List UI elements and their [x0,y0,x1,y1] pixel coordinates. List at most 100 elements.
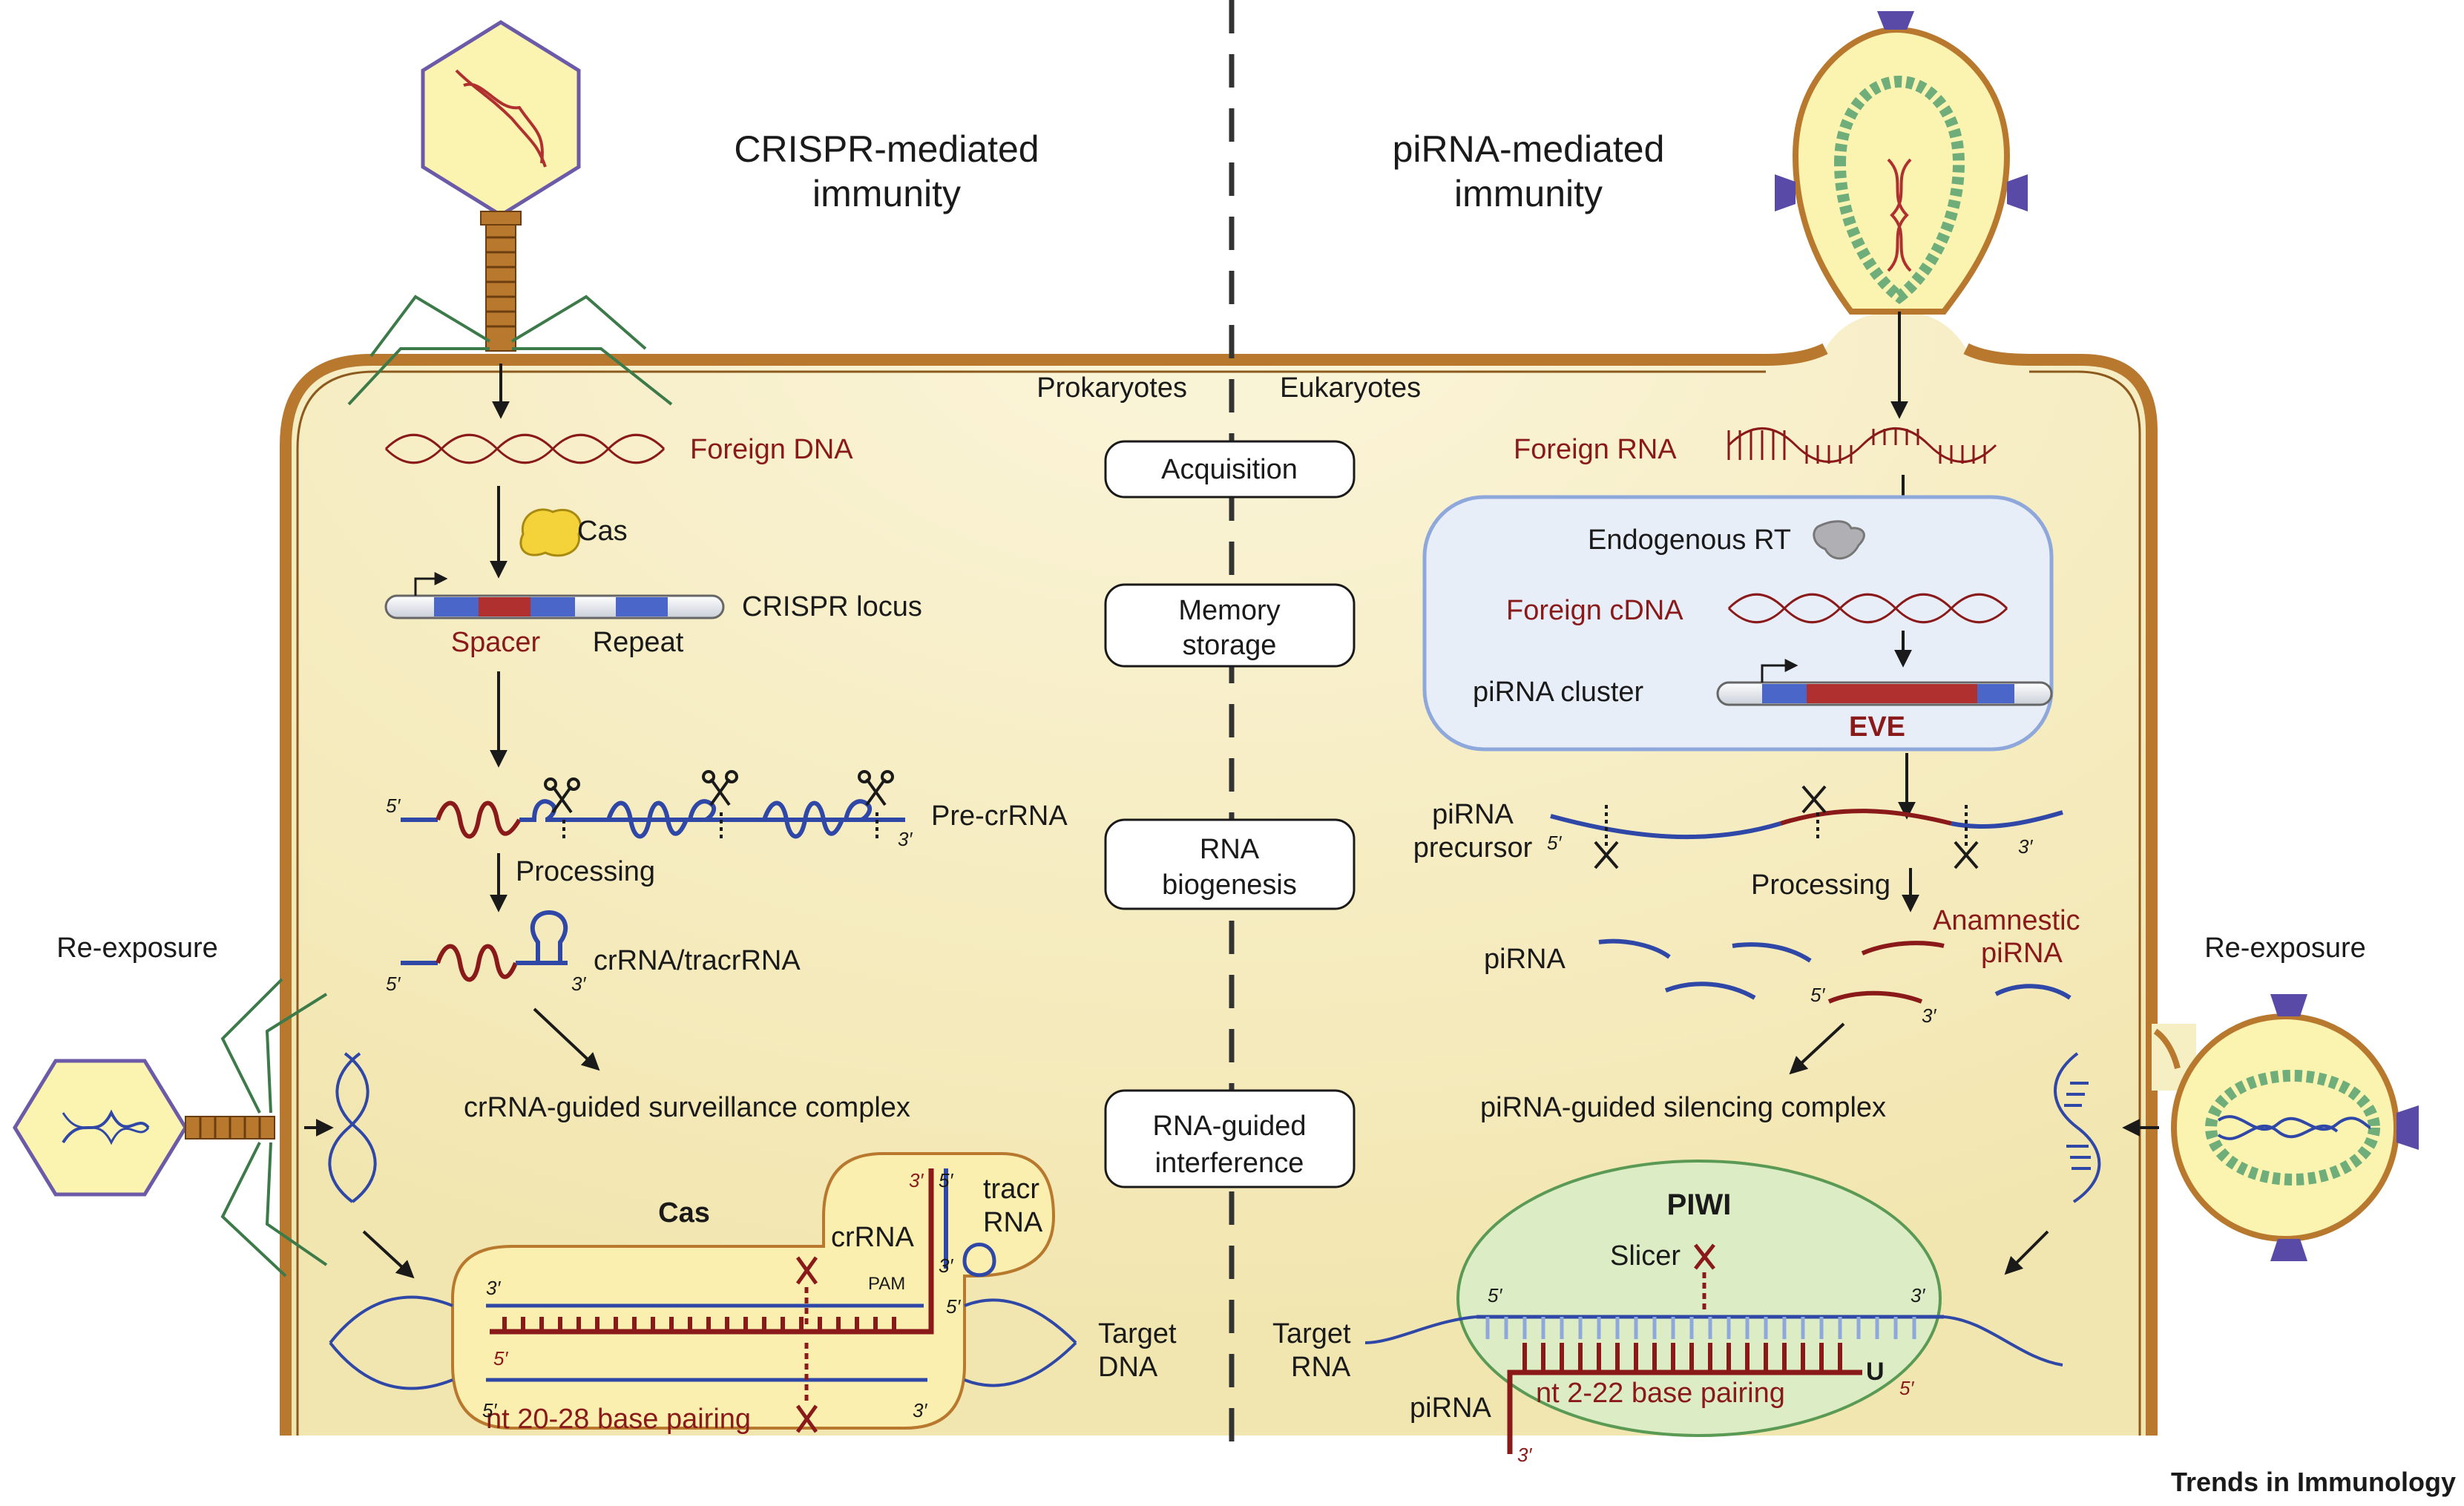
bacteriophage-reexposure [13,978,328,1278]
pirna-label: piRNA [1484,944,1566,975]
invading-dna-icon [328,1052,377,1203]
repeat-label: Repeat [593,627,684,658]
retrovirus-reexposure [2152,994,2419,1261]
cas-3prime-top: 3′ [486,1277,501,1299]
pre-crrna-3prime: 3′ [898,828,913,850]
reverse-transcriptase-icon [1813,520,1865,560]
pirna-reexposure-label: Re-exposure [2204,933,2366,964]
scissors-icon-cas-bottom [795,1343,818,1433]
stage-box-biogenesis: RNA biogenesis [1104,818,1356,910]
cas-3prime-bottom: 3′ [913,1399,927,1421]
crrna-label: crRNA [831,1222,915,1253]
scissors-icon-pi-3 [1954,805,1979,869]
cas-3prime-crrna: 3′ [909,1169,924,1191]
cell-membrane [280,343,2158,1436]
slicer-label: Slicer [1610,1240,1681,1272]
pirna-3prime: 3′ [1517,1444,1532,1466]
piwi-pairing-label: nt 2-22 base pairing [1536,1378,1785,1409]
foreign-cdna-label: Foreign cDNA [1506,595,1683,626]
nucleus-compartment: Endogenous RT Foreign cDNA piRNA cluster… [1422,495,2054,752]
pirna-cluster-label: piRNA cluster [1473,677,1644,708]
phage-head-2 [13,1059,188,1197]
phage-collar [480,211,522,226]
scissors-icon-pi-2 [1801,785,1827,838]
scissors-icon-slicer [1694,1243,1715,1309]
pirna-precursor-label-2: precursor [1413,832,1533,864]
tracr-label-1: tracr [983,1174,1039,1205]
pirna-title-line1: piRNA-mediated [1393,128,1665,170]
pirna-bottom-label: piRNA [1410,1392,1491,1424]
target-5prime-right: 5′ [946,1295,961,1318]
crrna-tracrrna-label: crRNA/tracrRNA [594,945,801,976]
stage-memory-line1: Memory [1178,595,1280,626]
pirna-cluster-locus [1716,659,2053,706]
pirna-guide-strand [1507,1369,1862,1454]
foreign-dna-helix [384,433,666,464]
stage-biogenesis-line2: biogenesis [1162,869,1297,901]
endogenous-rt-label: Endogenous RT [1588,525,1791,556]
target-rna-5prime: 5′ [1488,1284,1502,1306]
cas-body [451,1152,1056,1430]
eve-label: EVE [1849,711,1905,743]
stage-biogenesis-line1: RNA [1200,834,1260,865]
promoter-arrow-icon [414,572,448,596]
crispr-locus [384,572,725,619]
crispr-title-line1: CRISPR-mediated [734,128,1039,170]
crispr-locus-label: CRISPR locus [742,591,922,622]
anamnestic-5prime: 5′ [1810,984,1825,1006]
pirna-5prime: 5′ [1899,1377,1914,1399]
tracr-5prime: 5′ [939,1169,953,1191]
target-dna-left-helix [329,1295,453,1390]
cas-5prime-crrna: 5′ [493,1347,508,1369]
stage-box-memory: Memory storage [1104,583,1356,668]
pirna-complex-label: piRNA-guided silencing complex [1480,1092,1886,1123]
cas-protein-icon [519,508,582,557]
cas-complex-label: Cas [658,1197,710,1229]
crrna-tracrrna [401,910,568,982]
stage-memory-line2: storage [1183,630,1277,661]
stage-interference-line2: interference [1155,1148,1304,1179]
anamnestic-label-1: Anamnestic [1933,905,2080,936]
pam-label: PAM [868,1274,905,1294]
retrovirus-top [1775,11,2028,315]
cas-pairing-label: nt 20-28 base pairing [486,1404,751,1435]
bacteriophage-top [347,20,673,406]
crrna-3prime: 3′ [571,973,586,995]
promoter-arrow-icon-2 [1761,659,1798,683]
anamnestic-3prime: 3′ [1922,1004,1936,1027]
target-dna-right-helix [964,1298,1077,1387]
uridine-label: U [1866,1358,1885,1386]
tracr-3prime: 3′ [939,1255,953,1277]
target-rna-right-tail [1943,1315,2063,1367]
crispr-complex-label: crRNA-guided surveillance complex [464,1092,910,1123]
pirna-processing-label: Processing [1751,869,1890,901]
precursor-3prime: 3′ [2018,835,2033,858]
stage-box-interference: RNA-guided interference [1104,1089,1356,1188]
scissors-icon-pi-1 [1594,805,1619,869]
phage-tail [485,224,516,352]
pirna-precursor [1550,809,2063,840]
target-rna-left-tail [1364,1315,1477,1344]
crispr-reexposure-label: Re-exposure [56,933,218,964]
stage-acquisition-label: Acquisition [1161,454,1298,485]
crispr-title-line2: immunity [812,173,961,214]
anamnestic-label-2: piRNA [1981,938,2063,969]
envelope-spike-icon [1877,11,1914,30]
footer-journal: Trends in Immunology [2171,1467,2456,1497]
target-dna-label-2: DNA [1098,1352,1158,1383]
precursor-5prime: 5′ [1547,832,1562,854]
foreign-rna-icon [1727,427,1997,464]
scissors-icon-1 [544,777,580,838]
label-eukaryotes: Eukaryotes [1280,372,1421,404]
tracr-label-2: RNA [983,1207,1043,1238]
mature-pirnas [1598,938,2072,1004]
pre-crrna-5prime: 5′ [386,795,401,817]
target-dna-label-1: Target [1098,1318,1177,1349]
target-rna-label-1: Target [1272,1318,1351,1349]
target-rna-3prime: 3′ [1911,1284,1925,1306]
spacer-label: Spacer [451,627,541,658]
target-rna-label-2: RNA [1291,1352,1351,1383]
foreign-cdna-helix [1727,593,2008,624]
